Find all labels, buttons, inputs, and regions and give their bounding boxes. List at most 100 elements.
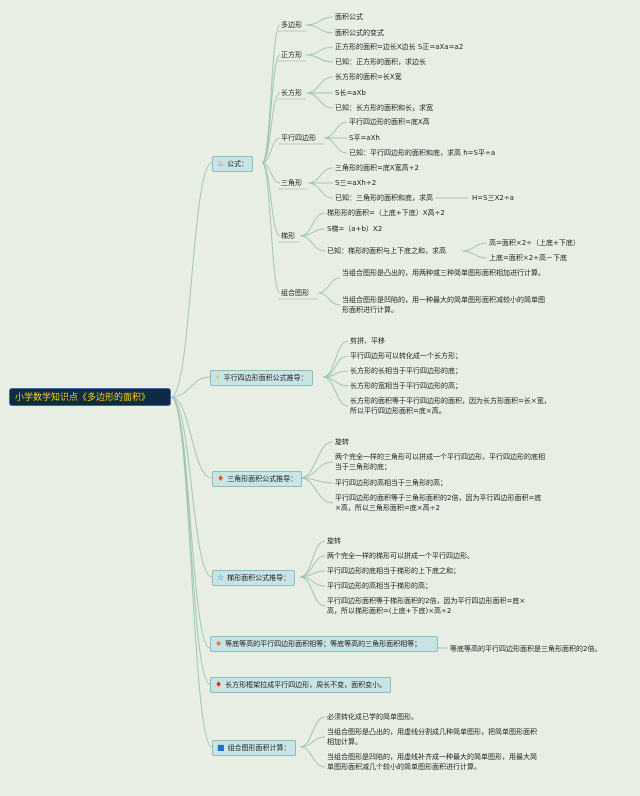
connector: [261, 162, 281, 184]
composite-item-2: 当组合图形是凹陷的，用一种最大的简单图形面积减较小的简单图形面积进行计算。: [342, 296, 545, 314]
connector: [305, 16, 334, 26]
connector: [322, 376, 349, 407]
trap-derive-item-3: 平行四边形的底相当于梯形的上下底之和；: [327, 567, 460, 575]
composite-calc-item-2: 当组合图形是凸出的，用虚线分割成几种简单图形，把简单图形面积相加计算。: [327, 728, 537, 746]
para-derive-item-5: 长方形的面积等于平行四边形的面积，因为长方形面积=长×宽，所以平行四边形面积=底…: [350, 397, 551, 415]
triangle-extra: H=S三X2÷a: [472, 194, 514, 202]
rectangle-item-3: 已知：长方形的面积和长，求宽: [335, 104, 433, 112]
connector: [307, 167, 334, 184]
connector: [322, 340, 349, 378]
rectangle-label: 长方形: [281, 89, 302, 97]
trapezoid-sub-1: 高=面积×2÷（上底+下底）: [489, 239, 580, 247]
connector: [299, 736, 326, 748]
composite-calc-item-3: 当组合图形是凹陷的，用虚线补齐成一种最大的简单图形，用最大简单图形面积减几个较小…: [327, 753, 537, 771]
connector: [317, 277, 341, 294]
trapezoid-derive-node[interactable]: ☆梯形面积公式推导：: [212, 570, 296, 586]
square-icon: ■: [217, 743, 225, 752]
tri-derive-item-4: 平行四边形的面积等于三角形面积的2倍，因为平行四边形面积=底×高，所以三角形面积…: [335, 494, 542, 512]
trap-derive-item-4: 平行四边形的高相当于梯形的高；: [327, 582, 432, 590]
lotus-icon: ♨: [217, 159, 225, 168]
equal-detail: 等底等高的平行四边形面积是三角形面积的2倍。: [450, 645, 602, 653]
trap-derive-item-5: 平行四边形面积等于梯形面积的2倍，因为平行四边形面积=底×高，所以梯形面积=(上…: [327, 597, 526, 615]
trapezoid-sub-2: 上底=面积×2÷高－下底: [489, 254, 568, 262]
connector: [461, 250, 488, 259]
connector: [299, 235, 326, 252]
connector: [299, 461, 334, 479]
connector: [261, 137, 281, 164]
root-node[interactable]: 小学数学知识点《多边形的面积》: [9, 388, 171, 406]
para-derive-item-2: 平行四边形可以转化成一个长方形；: [350, 352, 462, 360]
connector: [305, 92, 334, 109]
parallelogram-item-2: S平=aXh: [349, 134, 380, 142]
tri-derive-item-3: 平行四边形的高相当于三角形的高；: [335, 479, 447, 487]
connector: [305, 76, 334, 94]
connector: [299, 716, 326, 748]
connector: [261, 162, 281, 294]
parallelogram-item-1: 平行四边形的面积=底X高: [349, 118, 430, 126]
parallelogram-derive-node[interactable]: ⚡平行四边形面积公式推导：: [210, 370, 313, 386]
connector: [261, 54, 281, 164]
lightning-icon: ⚡: [215, 373, 221, 382]
parallelogram-item-3: 已知：平行四边形的面积和底，求高 h=S平÷a: [349, 149, 496, 157]
star-icon: ★: [215, 639, 223, 648]
tri-derive-item-2: 两个完全一样的三角形可以拼成一个平行四边形，平行四边形的底相当于三角形的底；: [335, 453, 545, 471]
connector: [170, 396, 213, 479]
connector: [261, 24, 281, 164]
connector: [305, 46, 334, 56]
composite-item-1: 当组合图形是凸出的，用两种或三种简单图形面积相加进行计算。: [342, 269, 545, 277]
trap-derive-item-1: 旋转: [327, 537, 341, 545]
connector: [317, 292, 341, 306]
fire-icon: ♦: [215, 680, 223, 689]
trap-derive-item-2: 两个完全一样的梯形可以拼成一个平行四边形。: [327, 552, 474, 560]
connector: [170, 396, 213, 578]
connector: [261, 92, 281, 164]
triangle-item-3: 已知：三角形的面积和底，求高: [335, 194, 433, 202]
connector: [323, 121, 348, 139]
fire-icon: ♦: [217, 474, 225, 483]
polygon-item-2: 面积公式的变式: [335, 29, 384, 37]
trapezoid-item-1: 梯形形的面积=（上底+下底）X高÷2: [327, 209, 445, 217]
equal-node[interactable]: ★等底等高的平行四边形面积相等；等底等高的三角形面积相等；: [210, 636, 438, 652]
connector: [299, 477, 334, 504]
composite-calc-item-1: 必须转化成已学的简单图形。: [327, 713, 418, 721]
trapezoid-item-3: 已知：梯形的面积与上下底之和，求高: [327, 247, 446, 255]
connector: [170, 396, 213, 748]
para-derive-item-4: 长方形的宽相当于平行四边形的高；: [350, 382, 462, 390]
connector: [170, 376, 211, 398]
connector: [305, 54, 334, 63]
trapezoid-item-2: S梯=（a+b）X2: [327, 225, 383, 233]
composite-label: 组合图形: [281, 289, 309, 297]
para-derive-item-3: 长方形的长相当于平行四边形的底；: [350, 367, 462, 375]
composite-calc-node[interactable]: ■组合图形面积计算：: [212, 740, 296, 756]
square-item-1: 正方形的面积=边长X边长 S正=aXa=a2: [335, 43, 464, 51]
triangle-item-2: S三=aXh÷2: [335, 179, 377, 187]
connector: [299, 540, 326, 578]
square-label: 正方形: [281, 51, 302, 59]
connector: [299, 441, 334, 479]
connector: [299, 746, 326, 768]
polygon-item-1: 面积公式: [335, 13, 363, 21]
triangle-derive-node[interactable]: ♦三角形面积公式推导：: [212, 471, 303, 487]
square-item-2: 已知：正方形的面积，求边长: [335, 58, 426, 66]
triangle-item-1: 三角形的面积=底X宽高÷2: [335, 164, 419, 172]
para-derive-item-1: 剪拼、平移: [350, 337, 385, 345]
connector: [461, 242, 488, 252]
connector: [307, 182, 334, 199]
trapezoid-label: 梯形: [281, 232, 295, 240]
star-icon: ☆: [217, 573, 225, 582]
frame-node[interactable]: ♦长方形框架拉成平行四边形，周长不变，面积变小。: [210, 677, 392, 693]
polygon-label: 多边形: [281, 21, 302, 29]
connector: [305, 24, 334, 34]
connector: [299, 576, 326, 607]
triangle-label: 三角形: [281, 179, 302, 187]
parallelogram-label: 平行四边形: [281, 134, 316, 142]
rectangle-item-1: 长方形的面积=长X宽: [335, 73, 402, 81]
rectangle-item-2: S长=aXb: [335, 89, 366, 97]
formulas-node[interactable]: ♨公式：: [212, 156, 254, 172]
tri-derive-item-1: 旋转: [335, 438, 349, 446]
connector: [170, 162, 213, 398]
connector: [323, 137, 348, 154]
connector: [261, 162, 281, 237]
connector: [170, 396, 211, 685]
